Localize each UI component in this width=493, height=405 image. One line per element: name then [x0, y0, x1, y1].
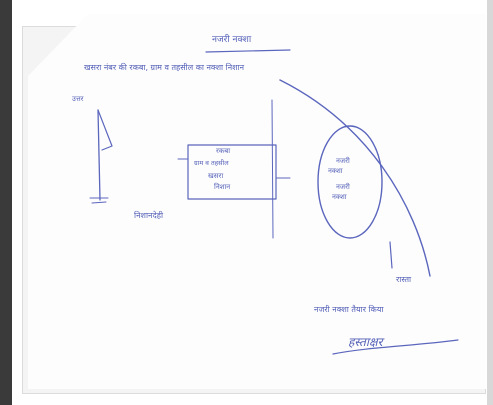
plot-box-line-4: निशान: [214, 183, 231, 191]
scan-border-left: [0, 0, 12, 405]
document-subtitle: खसरा नंबर की रकबा, ग्राम व तहसील का नक्श…: [84, 63, 245, 72]
flag-pennant: [97, 109, 113, 151]
signature-underline: [332, 339, 459, 355]
signature: हस्ताक्षर: [348, 335, 383, 349]
handwritten-sheet: नजरी नक्शा खसरा नंबर की रकबा, ग्राम व तह…: [28, 14, 486, 389]
flag-base: [89, 197, 109, 204]
title-underline: [205, 49, 291, 53]
road-arc: [279, 79, 431, 277]
road-label: रास्ता: [396, 275, 412, 284]
road-stub: [389, 241, 393, 269]
plot-box-line-2: ग्राम व तहसील: [194, 159, 229, 167]
oval-field: [317, 125, 383, 239]
divider-line: [271, 99, 274, 239]
oval-lower-line-1: नजरी: [336, 183, 350, 191]
scan-border-right: [487, 0, 493, 405]
oval-upper-line-1: नजरी: [336, 157, 350, 165]
document-title: नजरी नक्शा: [212, 35, 252, 45]
flag-pole: [97, 109, 101, 201]
footer-note: नजरी नक्शा तैयार किया: [314, 305, 384, 314]
plot-box-line-1: रकबा: [216, 147, 231, 155]
flag-label: निशानदेही: [134, 211, 164, 220]
oval-lower-line-2: नक्शा: [332, 193, 347, 201]
oval-upper-line-2: नक्शा: [328, 167, 343, 175]
flag-mark: उत्तर: [72, 95, 84, 103]
sketch-lines: [89, 49, 459, 355]
plot-box: [187, 144, 277, 200]
plot-box-line-3: खसरा: [208, 172, 224, 180]
